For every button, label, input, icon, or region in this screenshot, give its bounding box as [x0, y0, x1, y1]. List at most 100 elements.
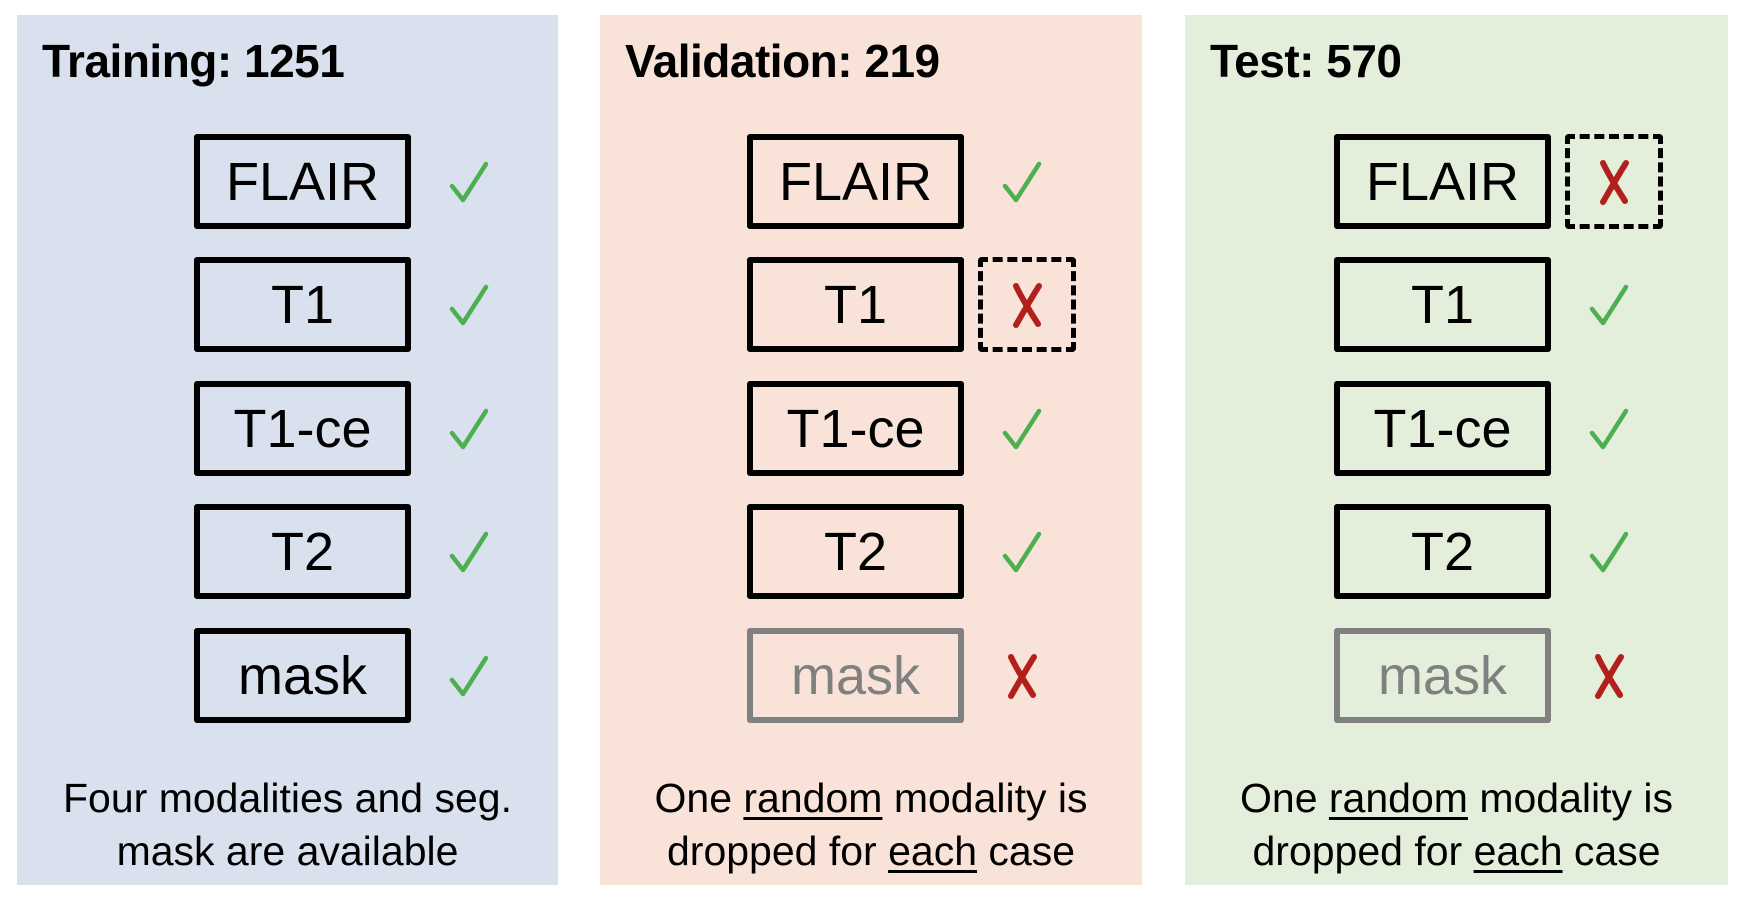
caption-line: mask are available — [17, 825, 558, 878]
modality-row-t1: T1 — [194, 257, 524, 352]
availability-marker — [973, 381, 1071, 476]
check-icon — [449, 407, 489, 451]
dropped-modality-marker — [978, 257, 1076, 352]
modality-label: T1-ce — [1373, 398, 1512, 459]
caption-text: One — [1240, 775, 1329, 821]
caption-text: modality is — [1467, 775, 1673, 821]
modality-row-t1-ce: T1-ce — [747, 381, 1077, 476]
modality-row-flair: FLAIR — [194, 134, 524, 229]
modality-row-t1: T1 — [1334, 257, 1664, 352]
modality-box: T1 — [1334, 257, 1551, 352]
caption-line: dropped for each case — [1185, 825, 1728, 878]
caption-emphasis: random — [743, 775, 883, 821]
caption-text: modality is — [882, 775, 1088, 821]
caption-line: One random modality is — [600, 772, 1142, 825]
check-icon — [449, 160, 489, 204]
modality-box: mask — [1334, 628, 1551, 723]
caption-emphasis: each — [1473, 828, 1563, 874]
caption-text: case — [1562, 828, 1661, 874]
cross-icon — [1005, 652, 1039, 700]
availability-marker — [973, 504, 1071, 599]
caption-line: dropped for each case — [600, 825, 1142, 878]
modality-label: mask — [237, 645, 367, 706]
availability-marker — [1560, 381, 1658, 476]
modality-label: FLAIR — [778, 151, 933, 212]
panel-title: Validation: 219 — [625, 35, 940, 87]
availability-marker — [973, 628, 1071, 723]
modality-box: T2 — [1334, 504, 1551, 599]
caption-line: Four modalities and seg. — [17, 772, 558, 825]
caption-emphasis: random — [1328, 775, 1468, 821]
modality-row-t2: T2 — [194, 504, 524, 599]
panel-title: Test: 570 — [1210, 35, 1402, 87]
modality-box: T2 — [194, 504, 411, 599]
cross-icon — [1010, 281, 1044, 329]
caption-text: dropped for — [666, 828, 889, 874]
modality-box: mask — [747, 628, 964, 723]
modality-box: mask — [194, 628, 411, 723]
modality-box: T1-ce — [747, 381, 964, 476]
modality-row-mask: mask — [747, 628, 1077, 723]
availability-marker — [420, 134, 518, 229]
modality-label: T1-ce — [786, 398, 925, 459]
modality-box: T2 — [747, 504, 964, 599]
modality-label: mask — [1377, 645, 1507, 706]
check-icon — [1002, 407, 1042, 451]
modality-box: T1 — [747, 257, 964, 352]
caption-text: Four modalities and seg. — [63, 775, 512, 821]
cross-icon — [1592, 652, 1626, 700]
availability-marker — [1560, 628, 1658, 723]
dropped-modality-marker — [1565, 134, 1663, 229]
availability-marker — [420, 381, 518, 476]
panel-caption: Four modalities and seg. mask are availab… — [17, 772, 558, 878]
check-icon — [1589, 530, 1629, 574]
caption-text: case — [977, 828, 1076, 874]
caption-text: dropped for — [1252, 828, 1474, 874]
availability-marker — [1560, 504, 1658, 599]
modality-row-flair: FLAIR — [1334, 134, 1664, 229]
check-icon — [1002, 530, 1042, 574]
modality-label: T2 — [1410, 521, 1475, 582]
caption-line: One random modality is — [1185, 772, 1728, 825]
modality-label: T1-ce — [233, 398, 372, 459]
cross-icon — [1597, 158, 1631, 206]
modality-label: T1 — [823, 274, 888, 335]
modality-row-mask: mask — [1334, 628, 1664, 723]
check-icon — [1589, 407, 1629, 451]
modality-row-mask: mask — [194, 628, 524, 723]
modality-label: T2 — [270, 521, 335, 582]
check-icon — [1002, 160, 1042, 204]
check-icon — [1589, 283, 1629, 327]
modality-box: FLAIR — [194, 134, 411, 229]
modality-label: T2 — [823, 521, 888, 582]
modality-row-t2: T2 — [1334, 504, 1664, 599]
modality-box: FLAIR — [1334, 134, 1551, 229]
caption-text: mask are available — [116, 828, 459, 874]
modality-row-t2: T2 — [747, 504, 1077, 599]
modality-label: FLAIR — [225, 151, 380, 212]
modality-row-t1: T1 — [747, 257, 1077, 352]
caption-text: One — [654, 775, 744, 821]
modality-label: T1 — [270, 274, 335, 335]
modality-row-flair: FLAIR — [747, 134, 1077, 229]
check-icon — [449, 654, 489, 698]
modality-box: T1-ce — [1334, 381, 1551, 476]
modality-box: T1-ce — [194, 381, 411, 476]
availability-marker — [420, 257, 518, 352]
caption-emphasis: each — [888, 828, 978, 874]
check-icon — [449, 283, 489, 327]
availability-marker — [973, 134, 1071, 229]
panel-title: Training: 1251 — [42, 35, 345, 87]
availability-marker — [420, 628, 518, 723]
modality-box: T1 — [194, 257, 411, 352]
availability-marker — [420, 504, 518, 599]
modality-label: mask — [790, 645, 920, 706]
modality-box: FLAIR — [747, 134, 964, 229]
modality-row-t1-ce: T1-ce — [194, 381, 524, 476]
check-icon — [449, 530, 489, 574]
